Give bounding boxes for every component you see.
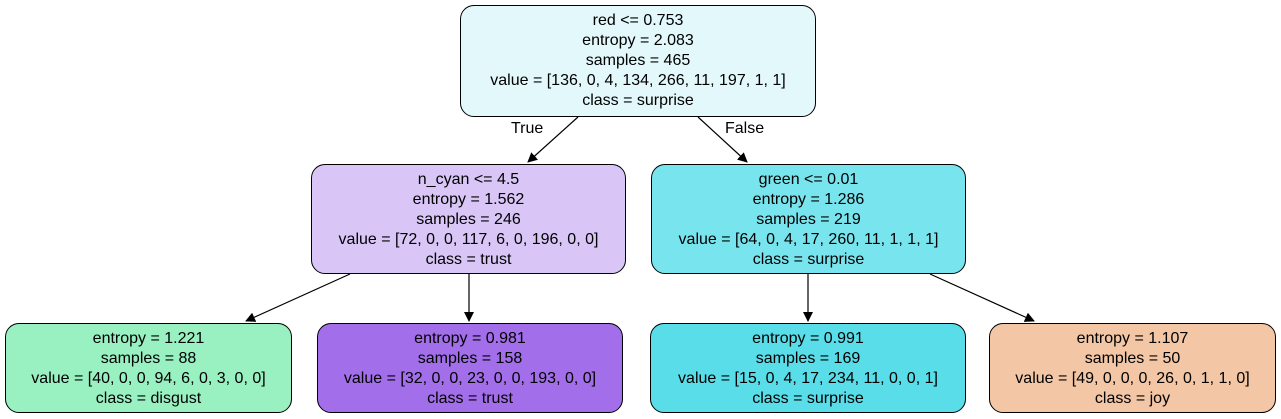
- class-text: class = surprise: [752, 390, 864, 407]
- class-text: class = surprise: [752, 251, 865, 268]
- root-node: red <= 0.753 entropy = 2.083 samples = 4…: [460, 5, 816, 117]
- samples-text: samples = 50: [1084, 350, 1181, 367]
- class-text: class = trust: [427, 390, 513, 407]
- samples-text: samples = 169: [755, 350, 861, 367]
- value-text: value = [15, 0, 4, 17, 234, 11, 0, 0, 1]: [678, 370, 938, 387]
- edge-right-rightleaf: [929, 273, 1035, 322]
- value-text: value = [40, 0, 0, 94, 6, 0, 3, 0, 0]: [31, 370, 266, 387]
- value-text: value = [72, 0, 0, 117, 6, 0, 196, 0, 0]: [338, 231, 599, 248]
- leaf-node-surprise: entropy = 0.991 samples = 169 value = [1…: [650, 323, 966, 413]
- entropy-text: entropy = 2.083: [582, 32, 694, 49]
- entropy-text: entropy = 0.991: [752, 330, 864, 347]
- split-rule: red <= 0.753: [592, 12, 684, 29]
- samples-text: samples = 219: [756, 211, 861, 228]
- value-text: value = [49, 0, 0, 0, 26, 0, 1, 1, 0]: [1015, 370, 1250, 387]
- right-split-node: green <= 0.01 entropy = 1.286 samples = …: [651, 164, 966, 274]
- leaf-node-joy: entropy = 1.107 samples = 50 value = [49…: [989, 323, 1276, 413]
- leaf-node-trust: entropy = 0.981 samples = 158 value = [3…: [317, 323, 623, 413]
- samples-text: samples = 158: [417, 350, 523, 367]
- class-text: class = trust: [425, 251, 512, 268]
- class-text: class = disgust: [95, 390, 202, 407]
- split-rule: green <= 0.01: [758, 171, 859, 188]
- edge-root-left: [527, 116, 579, 163]
- split-rule: n_cyan <= 4.5: [417, 171, 520, 188]
- entropy-text: entropy = 1.286: [752, 191, 865, 208]
- edge-root-right: [697, 116, 748, 163]
- entropy-text: entropy = 0.981: [414, 330, 526, 347]
- edge-left-leftleaf: [245, 273, 351, 322]
- value-text: value = [64, 0, 4, 17, 260, 11, 1, 1, 1]: [678, 231, 939, 248]
- class-text: class = joy: [1094, 390, 1171, 407]
- entropy-text: entropy = 1.221: [92, 330, 205, 347]
- edge-true-label: True: [511, 120, 544, 137]
- entropy-text: entropy = 1.107: [1076, 330, 1189, 347]
- entropy-text: entropy = 1.562: [412, 191, 525, 208]
- left-split-node: n_cyan <= 4.5 entropy = 1.562 samples = …: [311, 164, 626, 274]
- samples-text: samples = 465: [585, 52, 691, 69]
- edge-false-label: False: [725, 120, 765, 137]
- value-text: value = [136, 0, 4, 134, 266, 11, 197, 1…: [490, 72, 786, 89]
- value-text: value = [32, 0, 0, 23, 0, 0, 193, 0, 0]: [343, 370, 597, 387]
- leaf-node-disgust: entropy = 1.221 samples = 88 value = [40…: [5, 323, 292, 413]
- samples-text: samples = 246: [416, 211, 521, 228]
- samples-text: samples = 88: [100, 350, 197, 367]
- class-text: class = surprise: [582, 92, 694, 109]
